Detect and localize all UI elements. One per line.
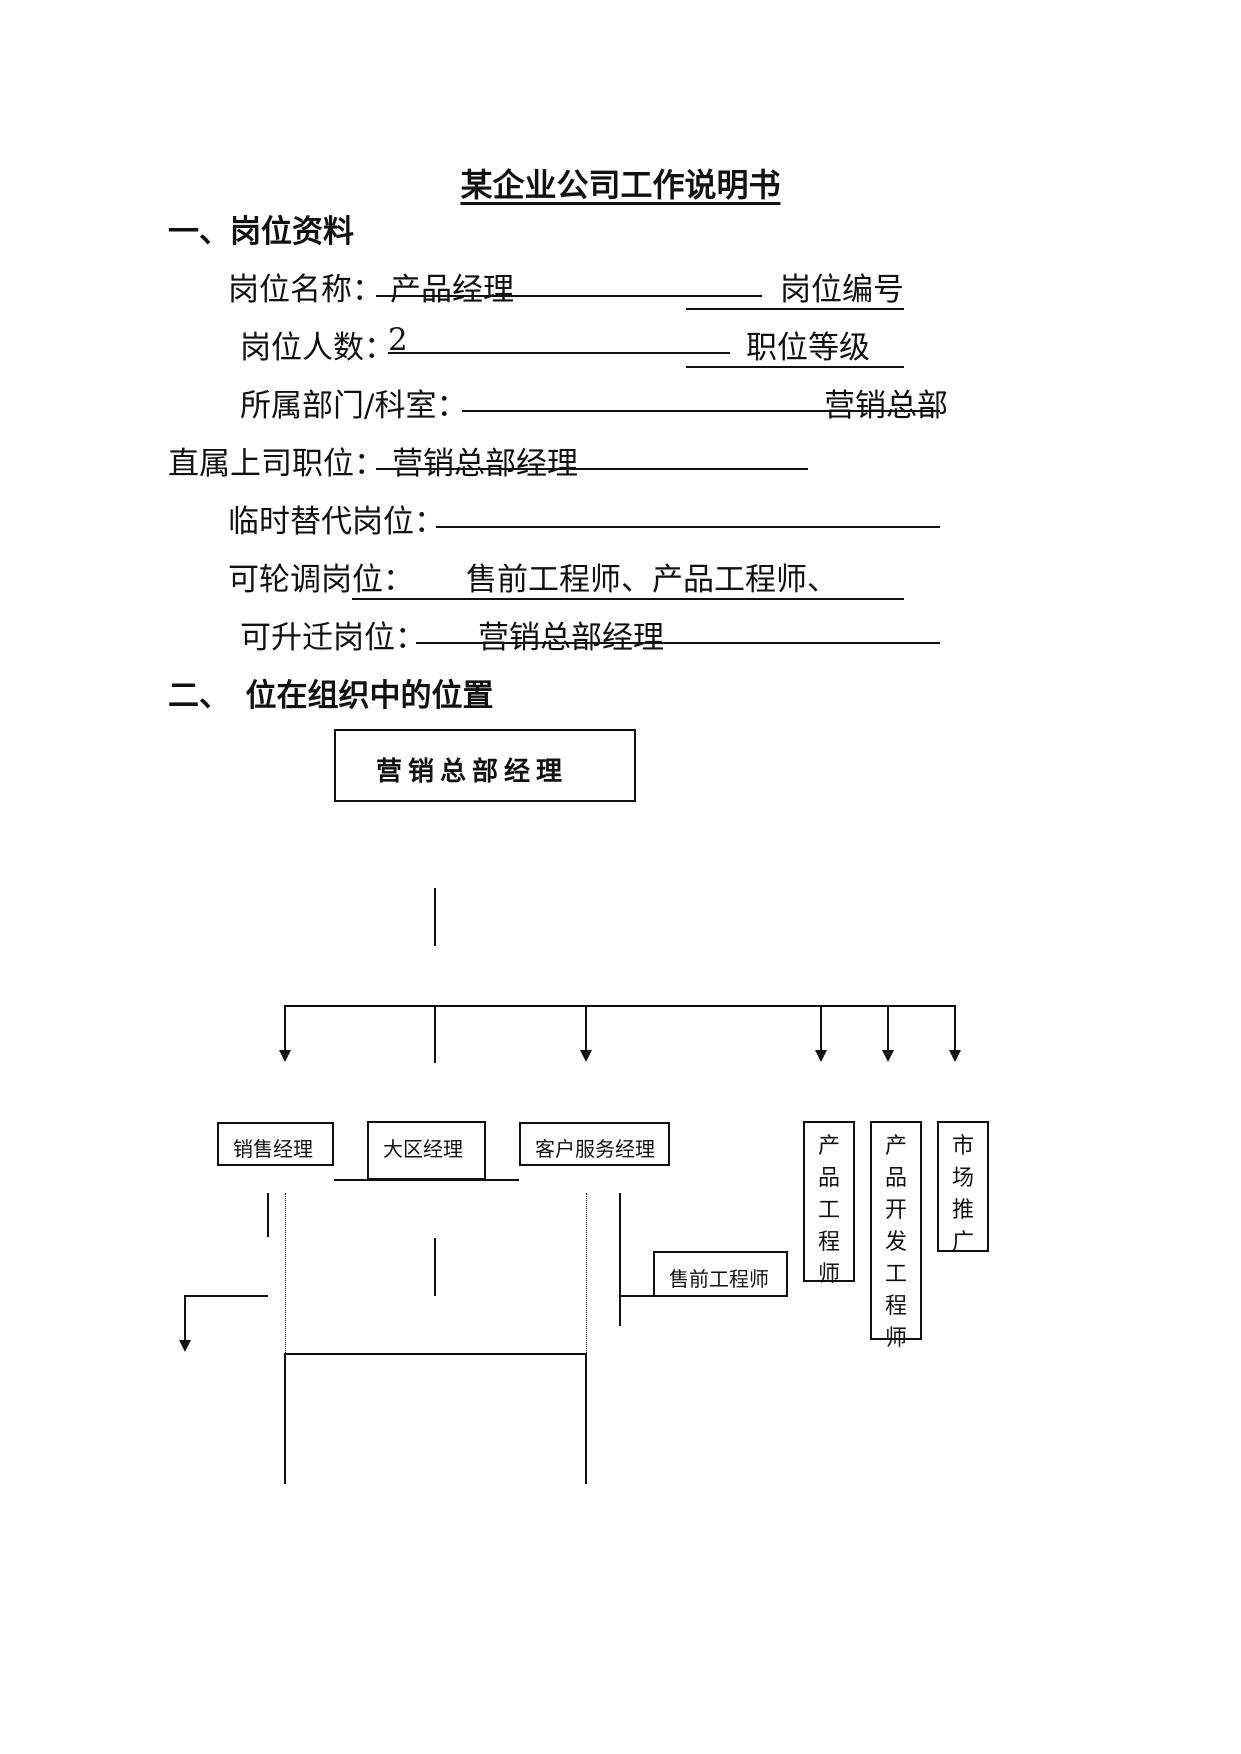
rotation-underline — [352, 598, 904, 600]
org-line-presales-horizontal — [619, 1295, 653, 1297]
page-title: 某企业公司工作说明书 — [460, 166, 781, 204]
org-drop-customer-service — [585, 1005, 587, 1051]
department-label: 所属部门/科室： — [240, 388, 468, 424]
arrow-down-icon — [949, 1050, 961, 1062]
department-value: 营销总部 — [824, 388, 948, 424]
headcount-underline — [388, 352, 730, 354]
org-region-baseline — [334, 1179, 519, 1181]
position-code-label: 岗位编号 — [780, 272, 904, 308]
org-line-left-branch — [184, 1295, 268, 1297]
org-bottom-bar — [285, 1353, 586, 1355]
headcount-label: 岗位人数： — [240, 330, 395, 366]
org-dotted-right — [586, 1193, 587, 1355]
arrow-down-icon — [580, 1050, 592, 1062]
org-box-sales-manager: 销售经理 — [217, 1122, 334, 1166]
position-name-underline — [376, 295, 762, 297]
org-box-region-manager: 大区经理 — [367, 1121, 486, 1180]
position-name-label: 岗位名称： — [228, 272, 383, 308]
position-code-underline — [686, 308, 904, 310]
org-box-marketing-director: 营销总部经理 — [334, 729, 636, 802]
org-horizontal-bus — [284, 1005, 956, 1007]
org-drop-region — [434, 1005, 436, 1063]
org-line-presales-vertical — [619, 1193, 621, 1326]
arrow-down-icon — [882, 1050, 894, 1062]
department-underline — [462, 410, 940, 412]
org-box-presales-engineer: 售前工程师 — [653, 1251, 788, 1297]
org-bottom-right-vertical — [585, 1353, 587, 1484]
org-drop-product-engineer — [820, 1005, 822, 1051]
org-box-product-dev-engineer: 产品开发工程师 — [870, 1121, 922, 1351]
position-name-value: 产品经理 — [390, 272, 514, 308]
grade-underline — [686, 366, 904, 368]
substitute-label: 临时替代岗位： — [228, 504, 445, 540]
org-connector-top — [434, 888, 436, 946]
org-dotted-left — [285, 1193, 286, 1355]
section-heading-1: 一、岗位资料 — [168, 214, 354, 250]
org-drop-sales — [284, 1005, 286, 1051]
promotion-underline — [416, 642, 940, 644]
org-box-product-engineer: 产品工程师 — [803, 1121, 855, 1287]
org-line-sales-down — [267, 1193, 269, 1237]
supervisor-value: 营销总部经理 — [392, 446, 578, 482]
promotion-value: 营销总部经理 — [478, 620, 664, 656]
supervisor-underline — [376, 468, 808, 470]
substitute-underline — [436, 526, 940, 528]
org-bottom-left-vertical — [284, 1353, 286, 1484]
promotion-label: 可升迁岗位： — [240, 620, 426, 656]
org-drop-marketing — [954, 1005, 956, 1051]
org-box-marketing: 市场推广 — [937, 1121, 989, 1255]
supervisor-label: 直属上司职位： — [168, 446, 385, 482]
section-heading-2: 二、 位在组织中的位置 — [168, 678, 494, 714]
arrow-down-icon — [179, 1340, 191, 1352]
org-box-customer-service-manager: 客户服务经理 — [519, 1122, 670, 1166]
grade-label: 职位等级 — [746, 330, 870, 366]
headcount-value: 2 — [388, 322, 408, 358]
org-line-region-down — [434, 1238, 436, 1296]
arrow-down-icon — [815, 1050, 827, 1062]
org-line-left-drop — [184, 1295, 186, 1341]
rotation-value: 售前工程师、产品工程师、 — [466, 562, 838, 598]
rotation-label: 可轮调岗位： — [228, 562, 414, 598]
org-drop-product-dev — [887, 1005, 889, 1051]
arrow-down-icon — [279, 1050, 291, 1062]
